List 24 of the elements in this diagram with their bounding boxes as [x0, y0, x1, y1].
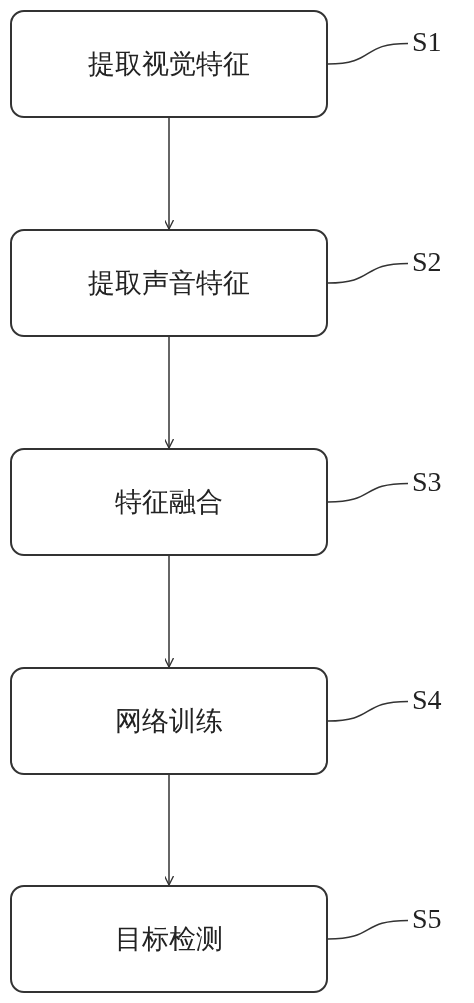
leader-line — [327, 700, 409, 722]
arrow — [163, 774, 175, 886]
arrow — [163, 336, 175, 449]
leader-line — [327, 919, 409, 940]
process-box — [10, 10, 328, 118]
step-number: S5 — [412, 905, 442, 933]
step-text: 网络训练 — [115, 704, 223, 738]
step-text: 提取声音特征 — [88, 266, 250, 300]
arrow — [163, 555, 175, 668]
process-box — [10, 667, 328, 775]
step-number: S2 — [412, 248, 442, 276]
process-box — [10, 448, 328, 556]
process-box — [10, 885, 328, 993]
leader-line — [327, 42, 409, 65]
step-text: 目标检测 — [115, 922, 223, 956]
leader-line — [327, 482, 409, 503]
step-number: S3 — [412, 468, 442, 496]
step-number: S1 — [412, 28, 442, 56]
process-box — [10, 229, 328, 337]
arrow — [163, 117, 175, 230]
leader-line — [327, 262, 409, 284]
step-text: 特征融合 — [115, 485, 223, 519]
step-text: 提取视觉特征 — [88, 47, 250, 81]
step-number: S4 — [412, 686, 442, 714]
